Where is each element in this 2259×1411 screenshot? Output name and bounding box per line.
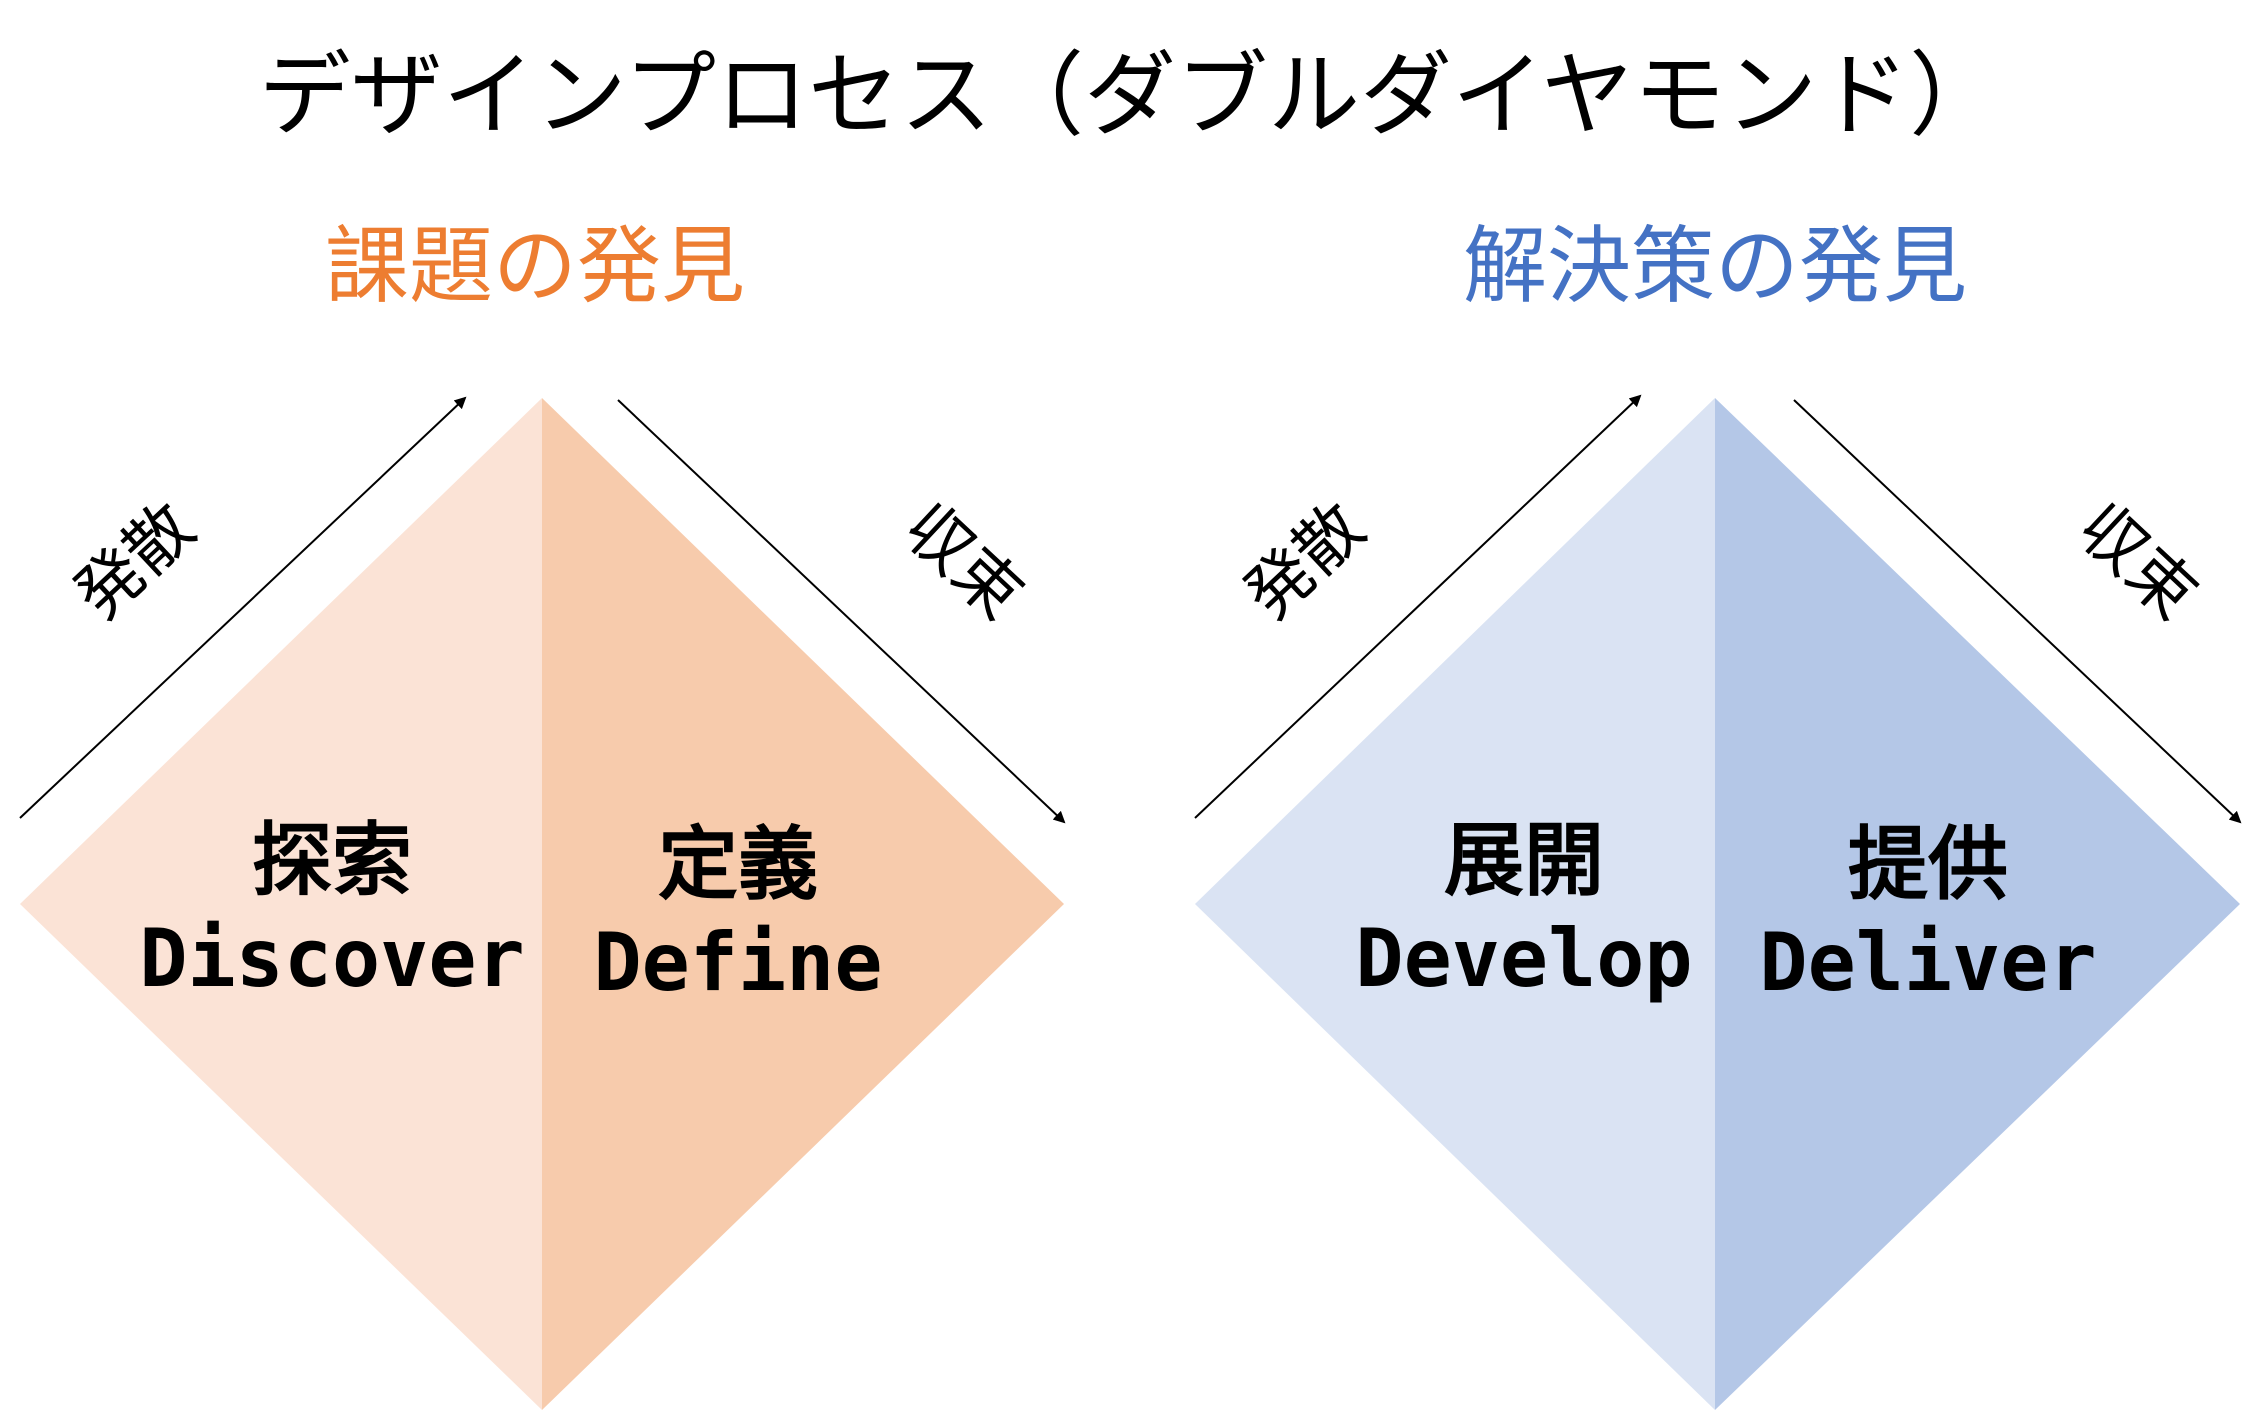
diverge-label: 発散 — [1230, 488, 1379, 634]
converge-arrow — [617, 399, 1066, 824]
page-title: デザインプロセス（ダブルダイヤモンド） — [259, 42, 2001, 149]
discover-en-label: Discover — [139, 912, 524, 1005]
develop-en-label: Develop — [1355, 912, 1692, 1005]
discover-ja-label: 探索 — [252, 814, 412, 907]
solution-heading: 解決策の発見 — [1463, 217, 1967, 315]
discover-half — [20, 398, 542, 1410]
converge-arrow — [1793, 399, 2242, 824]
develop-half — [1195, 398, 1715, 1410]
deliver-en-label: Deliver — [1759, 916, 2096, 1009]
problem-diamond-group: 課題の発見 発散 収束 探索 Discover 定義 Define — [19, 217, 1066, 1410]
diverge-arrow — [1194, 394, 1642, 819]
converge-label: 収束 — [2063, 488, 2212, 634]
diverge-label: 発散 — [60, 488, 209, 634]
deliver-half — [1715, 398, 2240, 1410]
define-en-label: Define — [594, 916, 883, 1009]
define-ja-label: 定義 — [658, 818, 818, 911]
deliver-ja-label: 提供 — [1848, 818, 2008, 911]
develop-ja-label: 展開 — [1444, 814, 1604, 907]
diverge-arrow — [19, 396, 467, 819]
converge-label: 収束 — [889, 488, 1038, 634]
define-half — [542, 398, 1064, 1410]
solution-diamond-group: 解決策の発見 発散 収束 展開 Develop 提供 Deliver — [1194, 217, 2242, 1410]
problem-heading: 課題の発見 — [325, 217, 745, 315]
